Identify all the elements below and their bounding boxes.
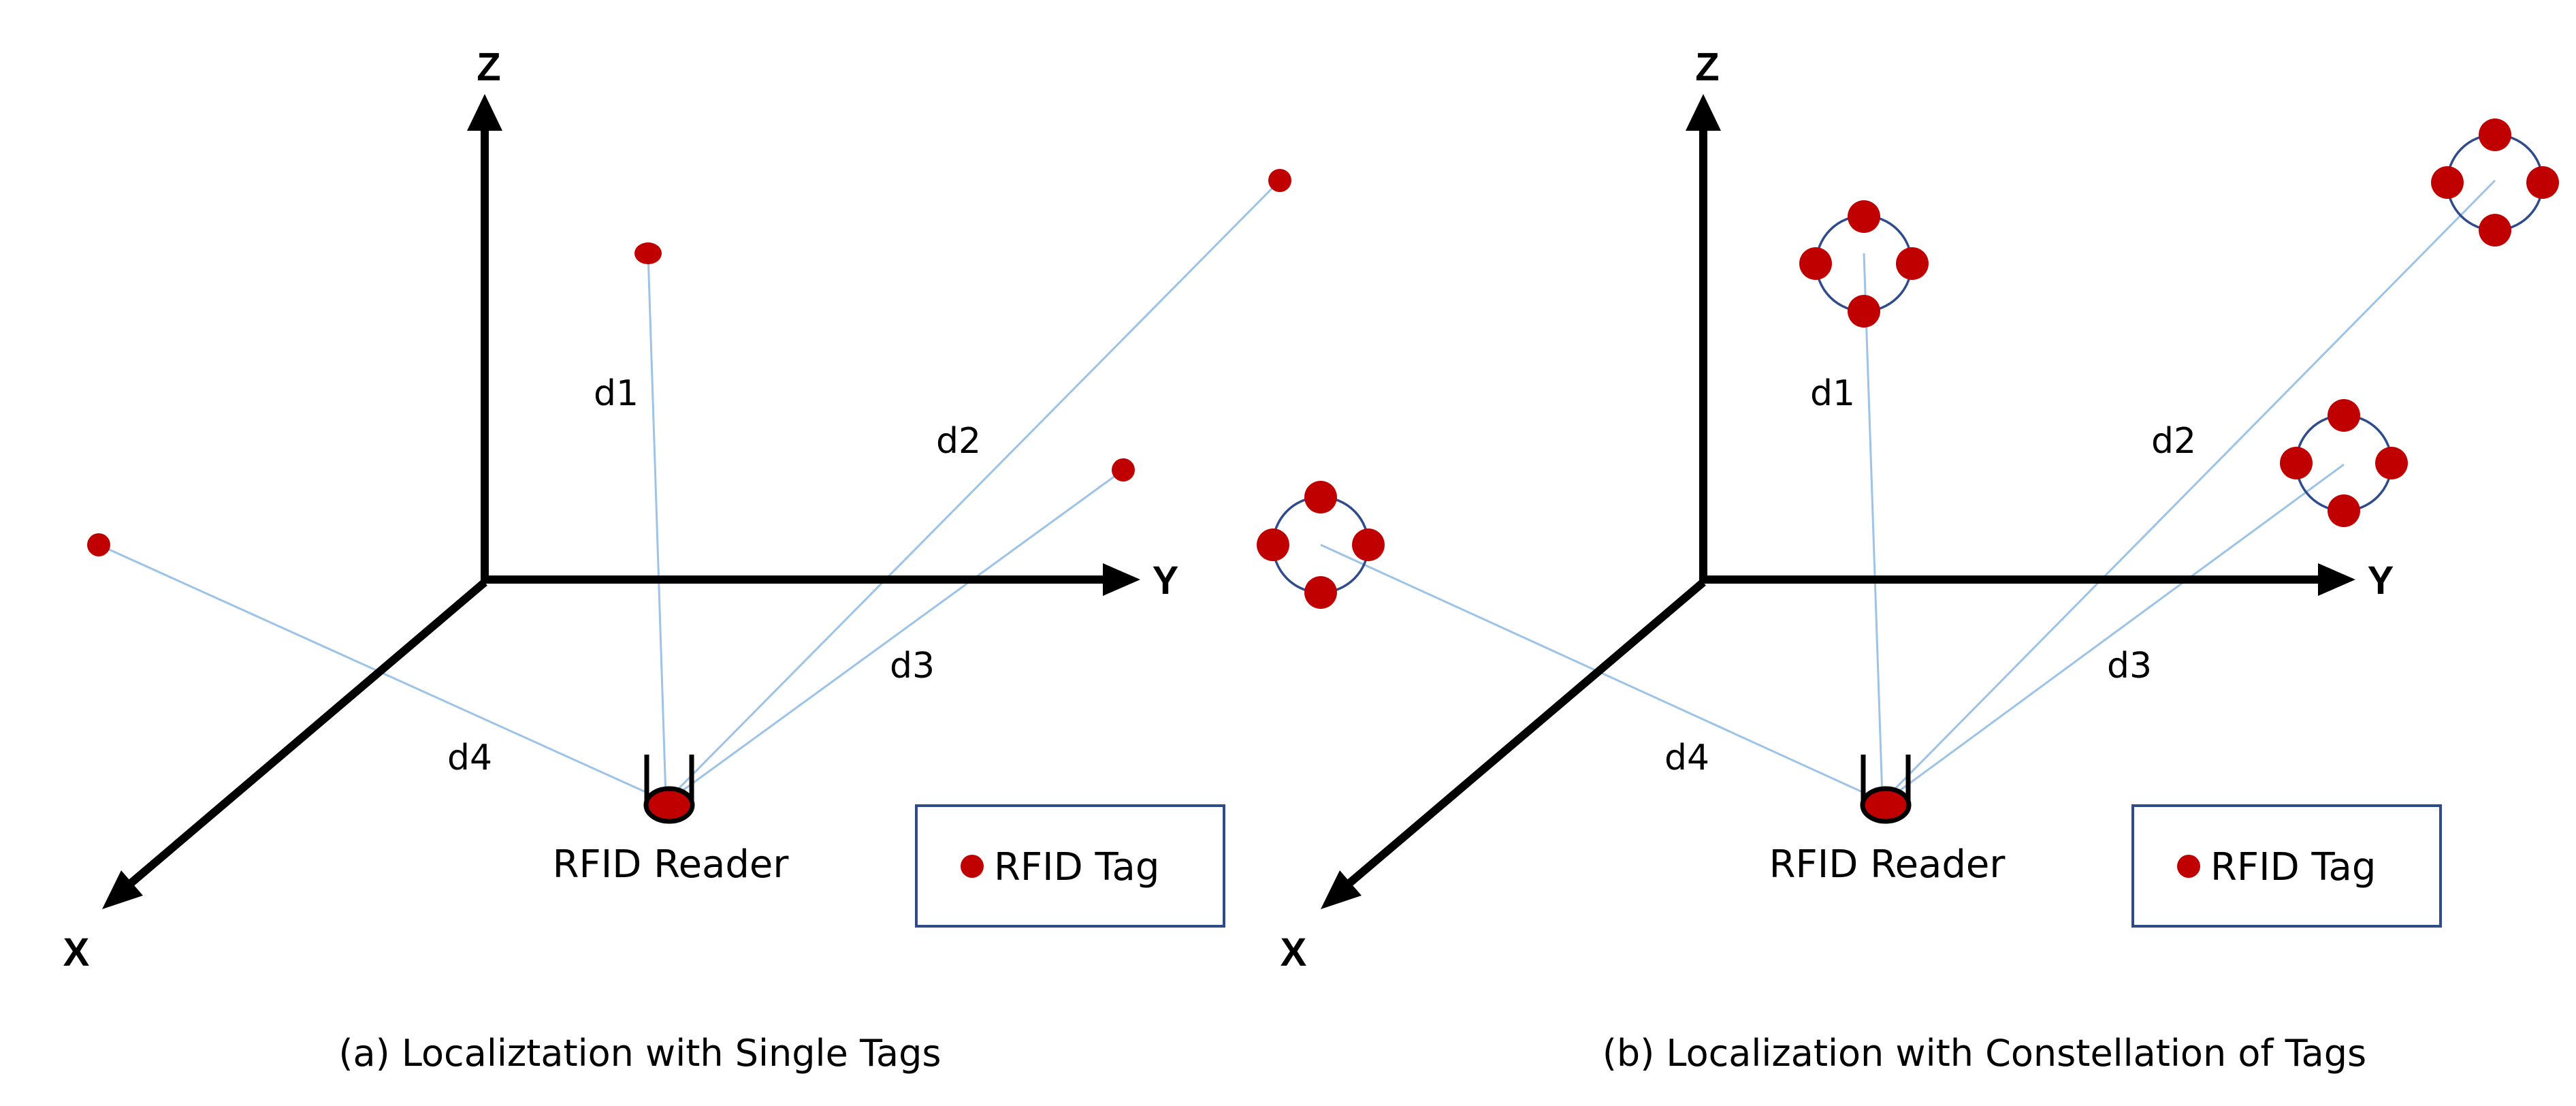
panel-b-range-line-d3 bbox=[1890, 463, 2345, 798]
panel-b-tag-constellation-4 bbox=[1257, 481, 1385, 609]
panel-b-constellation-4-tag-bottom bbox=[1304, 576, 1337, 609]
panel-a-legend: RFID Tag bbox=[915, 804, 1225, 928]
panel-b-x-axis-arrowhead bbox=[1321, 870, 1362, 909]
panel-b-reader-label: RFID Reader bbox=[1769, 842, 2006, 887]
panel-a-rfid-tag-3 bbox=[1112, 458, 1135, 481]
panel-b-tag-constellation-3 bbox=[2280, 399, 2408, 527]
panel-b-constellation-3-tag-left bbox=[2280, 447, 2313, 479]
panel-a-reader-body bbox=[643, 786, 695, 824]
panel-b-tag-constellation-1 bbox=[1799, 200, 1929, 328]
panel-b-distance-label-d4: d4 bbox=[1664, 738, 1709, 778]
panel-a-range-line-d3 bbox=[673, 469, 1124, 798]
panel-b-legend-label: RFID Tag bbox=[2210, 845, 2376, 889]
panel-b-z-axis-label: Z bbox=[1695, 45, 1719, 89]
panel-a-legend-label: RFID Tag bbox=[994, 845, 1159, 889]
panel-b-legend: RFID Tag bbox=[2131, 804, 2442, 928]
panel-a-legend-box bbox=[915, 804, 1225, 928]
panel-a-axes: Z Y X bbox=[63, 45, 1179, 975]
panel-b-y-axis-label: Y bbox=[2368, 558, 2394, 603]
panel-b-constellation-4-tag-right bbox=[1352, 528, 1385, 561]
panel-a-legend-tag-icon bbox=[961, 855, 984, 878]
panel-b-range-line-d1 bbox=[1863, 253, 1884, 797]
panel-a-reader-label: RFID Reader bbox=[553, 842, 790, 887]
panel-b-rfid-reader bbox=[1860, 755, 1912, 824]
panel-b-distance-label-d2: d2 bbox=[2151, 421, 2196, 462]
panel-b-axes: Z Y X bbox=[1281, 45, 2394, 975]
panel-a-y-axis-label: Y bbox=[1153, 558, 1179, 603]
panel-a-z-axis-label: Z bbox=[477, 45, 500, 89]
panel-b-constellation-4-tag-top bbox=[1304, 481, 1337, 514]
panel-a-rfid-tag-2 bbox=[1268, 169, 1291, 192]
panel-a-distance-label-d3: d3 bbox=[890, 646, 935, 686]
panel-a-z-axis-arrowhead bbox=[467, 94, 502, 131]
panel-b-constellation-2-tag-right bbox=[2526, 166, 2559, 199]
panel-b-constellation-4-tag-left bbox=[1257, 528, 1289, 561]
panel-a-distance-label-d4: d4 bbox=[447, 738, 492, 778]
panel-a-rfid-tag-1 bbox=[634, 242, 662, 264]
panel-b-legend-tag-icon bbox=[2177, 855, 2200, 878]
panel-b-legend-box bbox=[2131, 804, 2442, 928]
panel-b-x-axis bbox=[1347, 579, 1706, 887]
panel-b-constellation-1-tag-right bbox=[1896, 247, 1929, 280]
panel-b-constellation-3-tag-bottom bbox=[2328, 494, 2360, 527]
panel-b-constellation-1-tag-bottom bbox=[1848, 295, 1880, 328]
panel-a-caption: (a) Localiztation with Single Tags bbox=[338, 1032, 941, 1075]
panel-b-constellation-1-tag-left bbox=[1799, 247, 1832, 280]
panel-b-caption: (b) Localization with Constellation of T… bbox=[1603, 1032, 2366, 1075]
panel-a-range-line-d2 bbox=[669, 179, 1281, 798]
panel-b-constellation-2-tag-top bbox=[2479, 118, 2511, 151]
panel-b-tag-constellation-2 bbox=[2431, 118, 2559, 247]
panel-a-x-axis bbox=[128, 579, 487, 887]
panel-b-constellation-2-tag-bottom bbox=[2479, 214, 2511, 247]
panel-a-distance-label-d1: d1 bbox=[594, 373, 639, 414]
panel-b-z-axis-arrowhead bbox=[1686, 94, 1721, 131]
panel-a-rfid-tag-4 bbox=[87, 533, 110, 556]
panel-a-distance-label-d2: d2 bbox=[936, 421, 981, 462]
panel-a-x-axis-arrowhead bbox=[102, 870, 143, 909]
panel-b-constellation-3-tag-right bbox=[2375, 447, 2408, 479]
panel-a-single-tags: Z Y X d1 d2 d3 d4 RFID Reader RFID Tag (… bbox=[63, 45, 1291, 1075]
panel-b-distance-label-d3: d3 bbox=[2107, 646, 2152, 686]
panel-a-x-axis-label: X bbox=[63, 930, 90, 975]
panel-b-constellation-3-tag-top bbox=[2328, 399, 2360, 432]
panel-a-rfid-reader bbox=[643, 755, 695, 824]
panel-b-constellation-tags: Z Y X d1 d2 d3 d4 bbox=[1257, 45, 2559, 1075]
panel-b-reader-body bbox=[1860, 786, 1912, 824]
panel-b-constellation-2-tag-left bbox=[2431, 166, 2464, 199]
panel-b-range-line-d2 bbox=[1886, 179, 2496, 798]
panel-a-range-line-d1 bbox=[647, 253, 667, 797]
panel-b-constellation-1-tag-top bbox=[1848, 200, 1880, 233]
panel-b-distance-label-d1: d1 bbox=[1810, 373, 1855, 414]
panel-a-y-axis-arrowhead bbox=[1103, 563, 1140, 596]
panel-b-x-axis-label: X bbox=[1281, 930, 1307, 975]
panel-b-y-axis-arrowhead bbox=[2318, 563, 2355, 596]
